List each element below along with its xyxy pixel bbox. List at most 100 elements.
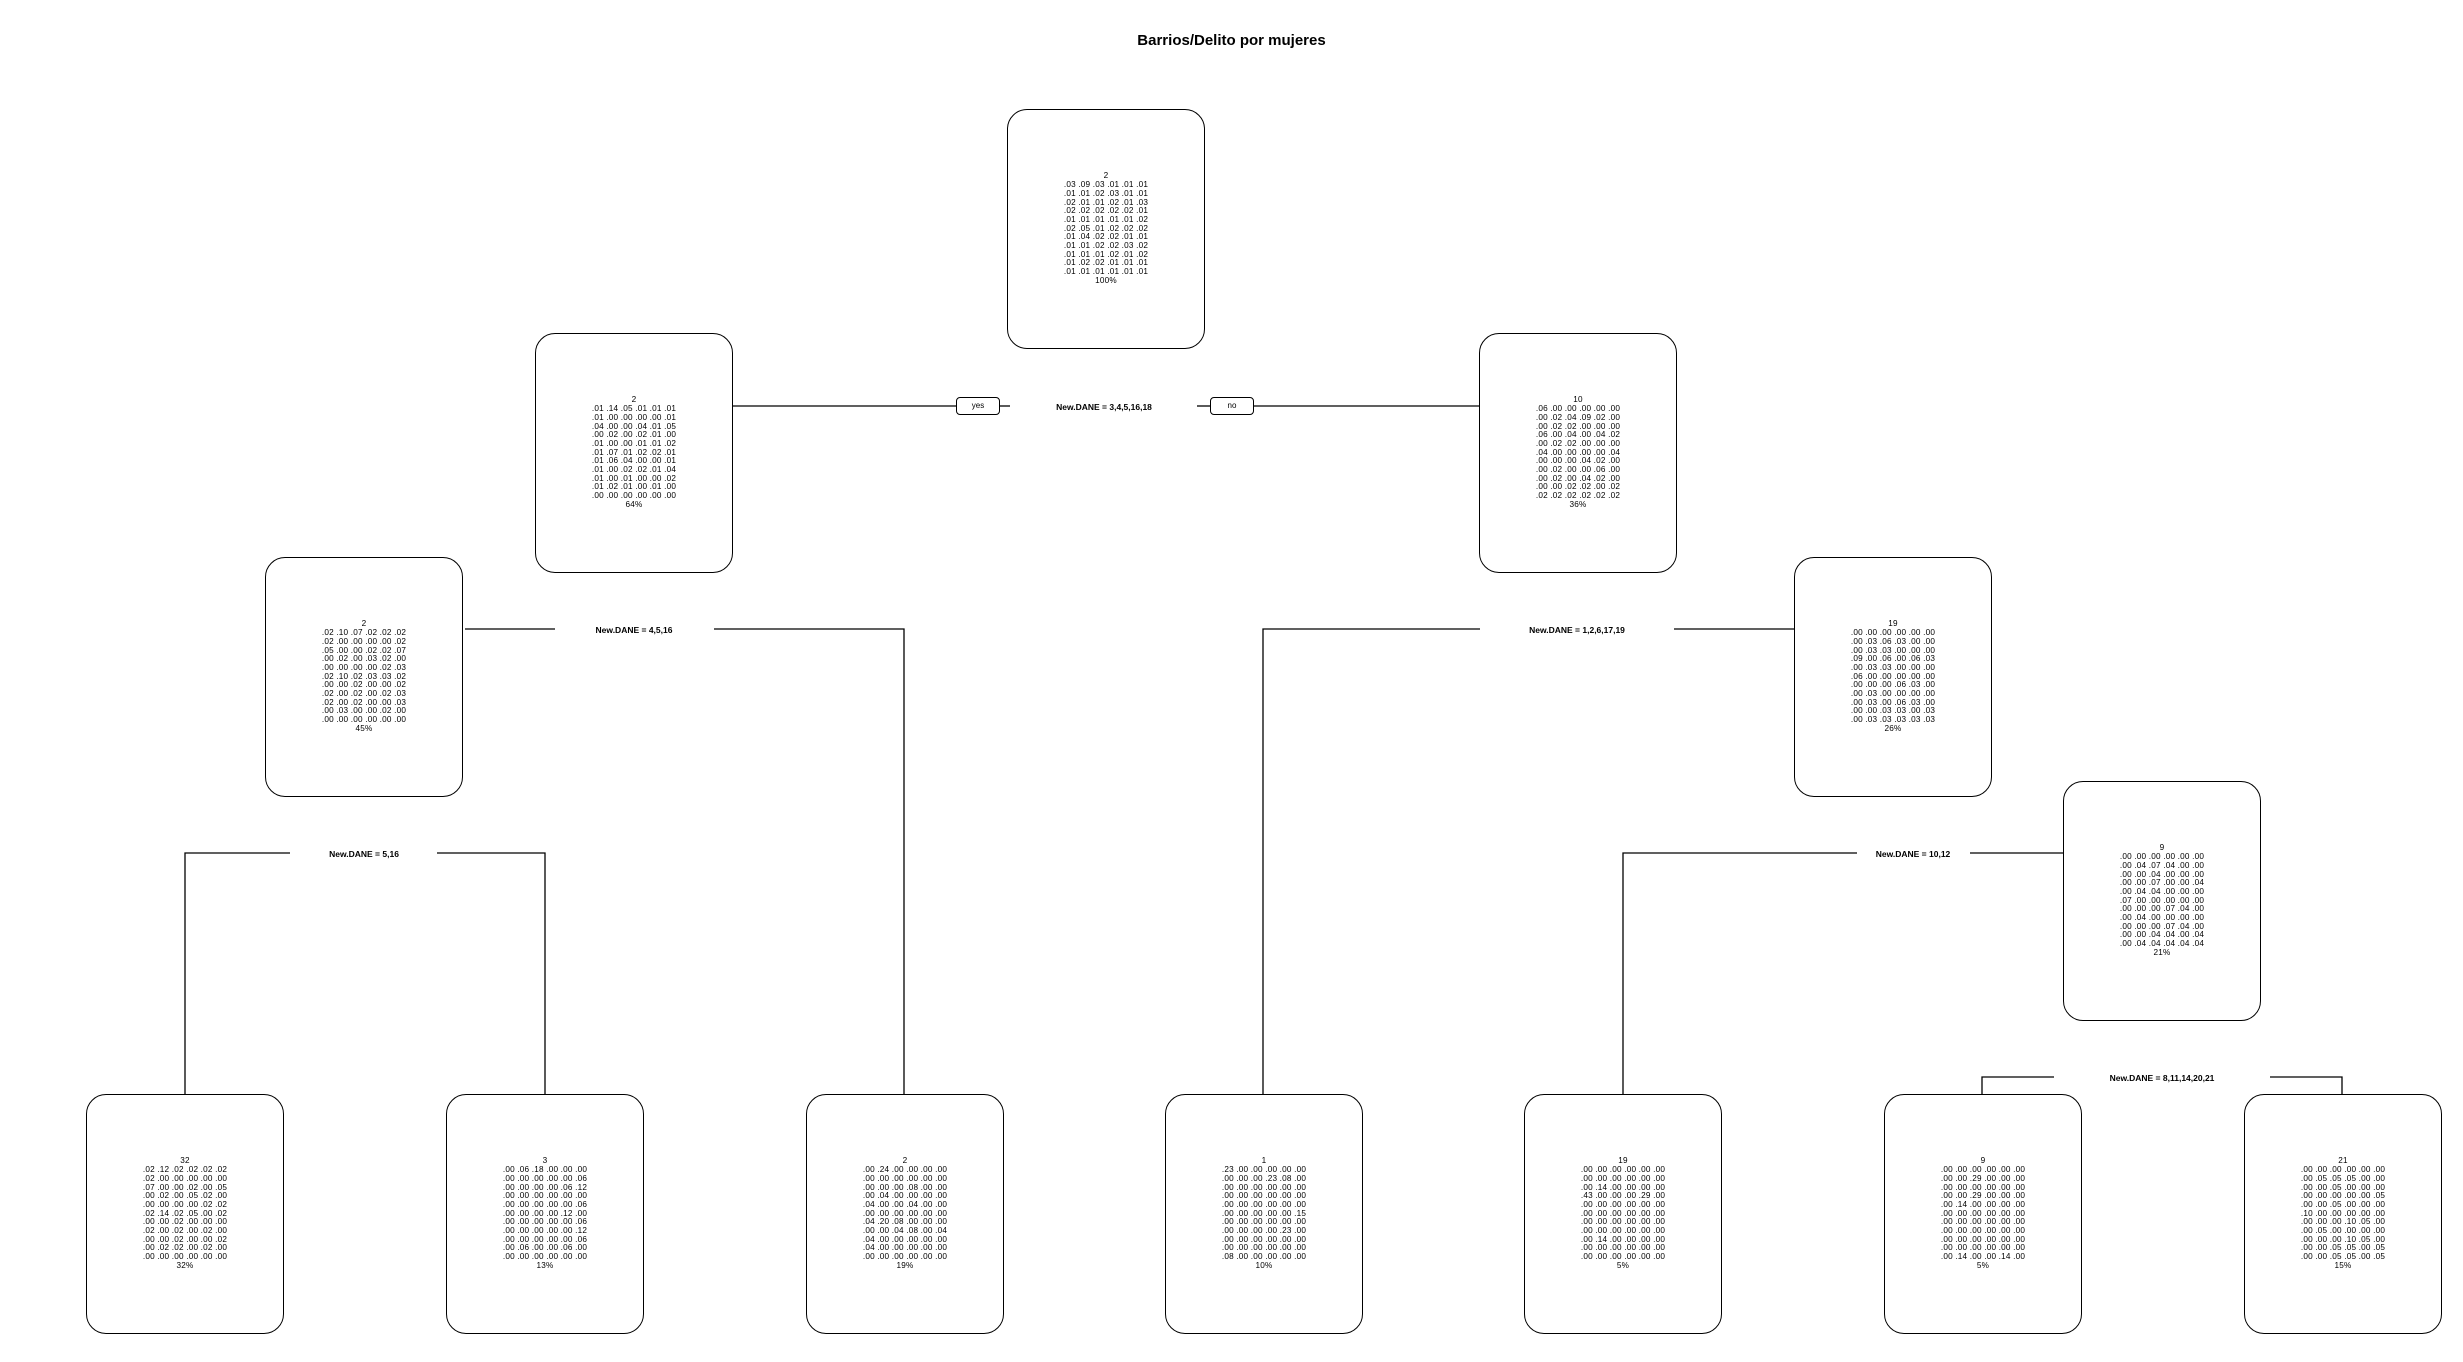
yes-box: yes <box>956 397 1000 415</box>
node-prob-row: .00 .00 .29 .00 .00 .00 <box>1940 1191 2026 1201</box>
tree-leaf-1: 32.02 .12 .02 .02 .02 .02.02 .00 .00 .00… <box>86 1094 284 1334</box>
node-prob-row: .00 .03 .03 .00 .00 .00 <box>1850 662 1936 672</box>
edge-n5-left <box>1622 852 1857 1094</box>
split-label-n2: New.DANE = 4,5,16 <box>595 625 673 635</box>
node-prob-row: .00 .00 .00 .00 .00 .00 <box>1940 1234 2026 1244</box>
node-prob-row: .00 .00 .05 .05 .00 .05 <box>2300 1243 2386 1253</box>
node-prob-row: .02 .00 .00 .00 .00 .02 <box>321 636 407 646</box>
node-prob-row: .00 .14 .00 .00 .00 .00 <box>1940 1199 2026 1209</box>
node-prob-row: .00 .03 .03 .00 .00 .00 <box>1850 645 1936 655</box>
node-prob-row: .00 .00 .00 .00 .00 .00 <box>1940 1226 2026 1236</box>
node-prob-row: .00 .00 .00 .10 .05 .00 <box>2300 1217 2386 1227</box>
node-prob-row: .00 .00 .00 .00 .00 .00 <box>1580 1217 1666 1227</box>
node-prob-row: .01 .07 .01 .02 .02 .01 <box>591 447 677 457</box>
node-percent: 15% <box>2334 1260 2352 1270</box>
no-box: no <box>1210 397 1254 415</box>
node-prob-row: .00 .06 .18 .00 .00 .00 <box>502 1165 588 1175</box>
node-prob-row: .01 .01 .02 .03 .01 .01 <box>1063 188 1149 198</box>
node-class-label: 3 <box>542 1156 548 1166</box>
node-prob-row: .02 .00 .00 .00 .00 .00 <box>142 1173 228 1183</box>
node-percent: 5% <box>1616 1260 1630 1270</box>
node-prob-row: .00 .00 .00 .00 .00 .05 <box>2300 1191 2386 1201</box>
edge-n2-right <box>714 628 905 1094</box>
tree-node-n4: 2.02 .10 .07 .02 .02 .02.02 .00 .00 .00 … <box>265 557 463 797</box>
node-prob-row: .00 .00 .00 .00 .06 .12 <box>502 1182 588 1192</box>
node-prob-row: .02 .02 .02 .02 .02 .02 <box>1535 491 1621 501</box>
node-prob-row: .00 .00 .00 .00 .00 .00 <box>1940 1165 2026 1175</box>
tree-node-n2: 2.01 .14 .05 .01 .01 .01.01 .00 .00 .00 … <box>535 333 733 573</box>
node-prob-row: .02 .02 .02 .02 .02 .01 <box>1063 206 1149 216</box>
tree-leaf-4: 1.23 .00 .00 .00 .00 .00.00 .00 .00 .23 … <box>1165 1094 1363 1334</box>
node-prob-row: .04 .00 .00 .04 .01 .05 <box>591 421 677 431</box>
node-prob-row: .00 .00 .00 .00 .00 .00 <box>862 1208 948 1218</box>
node-class-label: 21 <box>2338 1156 2348 1166</box>
node-prob-row: .00 .00 .00 .00 .23 .00 <box>1221 1226 1307 1236</box>
node-prob-row: .00 .00 .00 .00 .00 .00 <box>862 1173 948 1183</box>
node-prob-row: .00 .00 .00 .00 .00 .00 <box>1221 1199 1307 1209</box>
node-prob-row: .01 .02 .01 .00 .01 .00 <box>591 482 677 492</box>
node-prob-row: .01 .00 .02 .02 .01 .04 <box>591 465 677 475</box>
node-prob-row: .00 .00 .00 .00 .00 .06 <box>502 1234 588 1244</box>
edge-n3-left <box>1262 628 1480 1094</box>
node-prob-row: .00 .02 .00 .00 .06 .00 <box>1535 465 1621 475</box>
node-prob-row: .00 .00 .00 .00 .00 .00 <box>1221 1234 1307 1244</box>
node-class-label: 2 <box>361 619 367 629</box>
node-percent: 32% <box>176 1260 194 1270</box>
node-prob-row: .00 .03 .03 .03 .03 .03 <box>1850 715 1936 725</box>
edge-n4-left <box>184 852 290 1094</box>
node-prob-row: .02 .00 .02 .00 .00 .03 <box>321 697 407 707</box>
node-prob-row: .00 .02 .00 .02 .01 .00 <box>591 430 677 440</box>
tree-leaf-2: 3.00 .06 .18 .00 .00 .00 .00 .00 .00 .00 … <box>446 1094 644 1334</box>
node-prob-row: .00 .00 .00 .00 .00 .00 <box>1221 1191 1307 1201</box>
node-prob-row: .08 .00 .00 .00 .00 .00 <box>1221 1252 1307 1262</box>
node-prob-row: .00 .00 .05 .00 .00 .00 <box>2300 1182 2386 1192</box>
node-prob-row: .00 .04 .07 .04 .00 .00 <box>2119 860 2205 870</box>
edge-n6-left <box>1981 1076 2054 1094</box>
tree-node-n3: 10.06 .00 .00 .00 .00 .00.00 .02 .04 .09… <box>1479 333 1677 573</box>
node-class-label: 9 <box>2159 843 2165 853</box>
node-prob-row: .01 .01 .01 .01 .01 .02 <box>1063 214 1149 224</box>
node-prob-row: .00 .02 .04 .09 .02 .00 <box>1535 412 1621 422</box>
node-prob-row: .07 .00 .00 .02 .00 .05 <box>142 1182 228 1192</box>
node-prob-row: .06 .00 .00 .00 .00 .00 <box>1535 404 1621 414</box>
node-prob-row: .00 .00 .04 .08 .00 .04 <box>862 1226 948 1236</box>
edge-n6-right <box>2270 1076 2343 1094</box>
tree-leaf-3: 2.00 .24 .00 .00 .00 .00.00 .00 .00 .00 … <box>806 1094 1004 1334</box>
node-prob-row: .00 .04 .00 .00 .00 .00 <box>2119 913 2205 923</box>
node-prob-row: .01 .01 .01 .02 .01 .02 <box>1063 249 1149 259</box>
node-percent: 13% <box>536 1260 554 1270</box>
node-prob-row: .01 .01 .01 .01 .01 .01 <box>1063 267 1149 277</box>
node-prob-row: .00 .14 .00 .00 .14 .00 <box>1940 1252 2026 1262</box>
node-prob-row: .00 .00 .05 .05 .00 .05 <box>2300 1252 2386 1262</box>
node-prob-row: .06 .00 .00 .00 .00 .00 <box>1850 671 1936 681</box>
split-label-n5: New.DANE = 10,12 <box>1875 849 1951 859</box>
node-prob-row: .00 .02 .02 .00 .00 .00 <box>1535 438 1621 448</box>
node-prob-row: .00 .00 .00 .00 .00 .00 <box>1580 1165 1666 1175</box>
node-prob-row: .00 .00 .00 .06 .03 .00 <box>1850 680 1936 690</box>
node-prob-row: .00 .00 .00 .07 .04 .00 <box>2119 904 2205 914</box>
node-prob-row: .04 .20 .08 .00 .00 .00 <box>862 1217 948 1227</box>
node-class-label: 1 <box>1261 1156 1267 1166</box>
node-percent: 5% <box>1976 1260 1990 1270</box>
node-prob-row: .02 .14 .02 .05 .00 .02 <box>142 1208 228 1218</box>
node-prob-row: .00 .24 .00 .00 .00 .00 <box>862 1165 948 1175</box>
node-prob-row: .01 .00 .00 .00 .00 .01 <box>591 412 677 422</box>
node-prob-row: .02 .10 .07 .02 .02 .02 <box>321 628 407 638</box>
node-prob-row: .00 .00 .00 .00 .00 .00 <box>1940 1243 2026 1253</box>
node-prob-row: .00 .00 .00 .00 .00 .00 <box>1850 628 1936 638</box>
node-prob-row: .00 .00 .00 .00 .00 .00 <box>1580 1226 1666 1236</box>
node-prob-row: .00 .02 .00 .04 .02 .00 <box>1535 473 1621 483</box>
node-class-label: 32 <box>180 1156 190 1166</box>
node-prob-row: .00 .00 .02 .00 .00 .02 <box>142 1234 228 1244</box>
node-prob-row: .00 .00 .00 .23 .08 .00 <box>1221 1173 1307 1183</box>
node-prob-row: .00 .05 .00 .00 .00 .00 <box>2300 1226 2386 1236</box>
node-prob-row: .00 .00 .04 .04 .00 .04 <box>2119 930 2205 940</box>
node-prob-row: .02 .05 .01 .02 .02 .02 <box>1063 223 1149 233</box>
node-prob-row: .00 .02 .00 .03 .02 .00 <box>321 654 407 664</box>
node-prob-row: .00 .00 .00 .00 .00 .00 <box>1221 1217 1307 1227</box>
node-prob-row: .00 .03 .00 .00 .02 .00 <box>321 706 407 716</box>
node-prob-row: .00 .00 .05 .00 .00 .00 <box>2300 1199 2386 1209</box>
node-percent: 19% <box>896 1260 914 1270</box>
node-prob-row: .00 .00 .02 .00 .00 .02 <box>321 680 407 690</box>
